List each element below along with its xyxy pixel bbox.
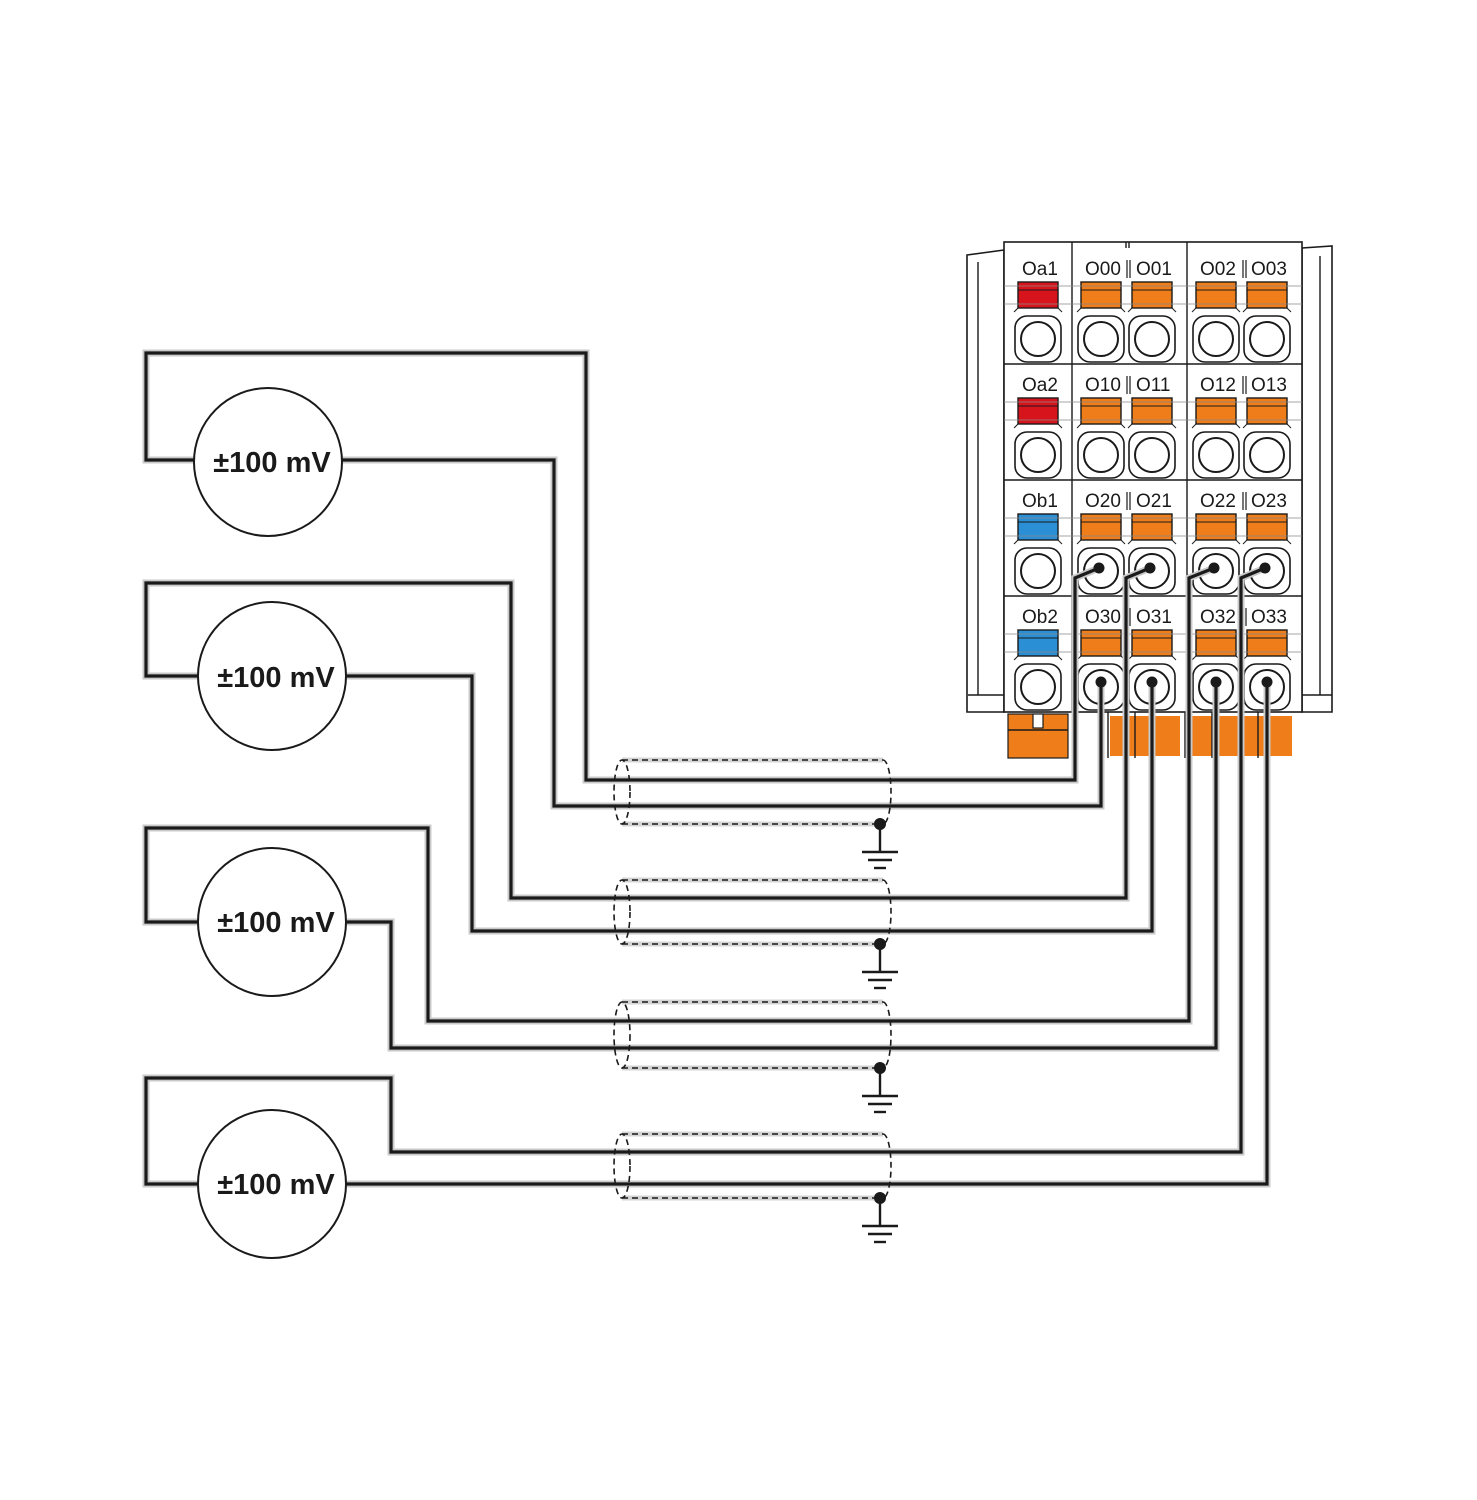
terminal-label: O13 — [1251, 375, 1287, 396]
terminal-label: Oa2 — [1022, 375, 1058, 396]
terminal-connection-dot — [1146, 676, 1158, 688]
voltage-source-3-label: ±100 mV — [217, 907, 335, 939]
terminal-o21: O21 — [1127, 491, 1177, 595]
terminal-label: O22 — [1200, 491, 1236, 512]
terminal-label: O32 — [1200, 607, 1236, 628]
terminal-label: O12 — [1200, 375, 1236, 396]
terminal-label: Ob2 — [1022, 607, 1058, 628]
sensor-4-wire-minus — [346, 682, 1269, 1186]
terminal-label: O31 — [1136, 607, 1172, 628]
terminal-o23: O23 — [1242, 491, 1292, 595]
terminal-connection-dot — [1210, 676, 1222, 688]
terminal-label: O21 — [1136, 491, 1172, 512]
sensor-1-wire-minus — [342, 458, 1103, 808]
terminal-connection-dot — [1095, 676, 1107, 688]
terminal-label: O02 — [1200, 259, 1236, 280]
terminal-label: Ob1 — [1022, 491, 1058, 512]
sensor-3-wire-plus — [144, 566, 1215, 1023]
terminal-label: O03 — [1251, 259, 1287, 280]
sensor-1-wire-plus — [144, 351, 1100, 782]
sensor-2-wire-minus — [346, 674, 1154, 933]
cable-shield-3 — [613, 999, 892, 1071]
terminal-label: O00 — [1085, 259, 1121, 280]
signal-wiring — [142, 349, 1273, 1244]
terminal-label: Oa1 — [1022, 259, 1058, 280]
terminal-connection-dot — [1259, 562, 1271, 574]
cable-shield-4 — [613, 1131, 892, 1201]
terminal-label: O30 — [1085, 607, 1121, 628]
terminal-o11: O11 — [1127, 375, 1177, 479]
terminal-connection-dot — [1093, 562, 1105, 574]
voltage-source-2: ±100 mV — [197, 601, 347, 751]
terminal-connection-dot — [1261, 676, 1273, 688]
shield-ground-2 — [862, 938, 898, 990]
terminal-label: O23 — [1251, 491, 1287, 512]
shield-ground-1 — [862, 818, 898, 870]
terminal-label: O01 — [1136, 259, 1172, 280]
terminal-label: O33 — [1251, 607, 1287, 628]
cable-shield-2 — [613, 877, 892, 947]
voltage-source-1-label: ±100 mV — [213, 447, 331, 479]
cable-shield-1 — [613, 757, 892, 827]
terminal-o01: O01 — [1127, 259, 1177, 363]
voltage-source-3: ±100 mV — [197, 847, 347, 997]
sensor-4-wire-plus — [144, 566, 1266, 1186]
terminal-label: O10 — [1085, 375, 1121, 396]
terminal-o00: O00 — [1076, 259, 1126, 363]
terminal-label: O11 — [1136, 375, 1171, 396]
sensor-2-wire-plus — [144, 566, 1151, 900]
voltage-source-2-label: ±100 mV — [217, 662, 335, 694]
voltage-source-4-label: ±100 mV — [217, 1169, 335, 1201]
terminal-connection-dot — [1208, 562, 1220, 574]
terminal-connection-dot — [1144, 562, 1156, 574]
shield-ground-3 — [862, 1062, 898, 1114]
voltage-source-1: ±100 mV — [193, 387, 343, 537]
voltage-source-4: ±100 mV — [197, 1109, 347, 1259]
terminal-label: O20 — [1085, 491, 1121, 512]
sensor-3-wire-minus — [346, 682, 1218, 1050]
shield-ground-4 — [862, 1192, 898, 1244]
